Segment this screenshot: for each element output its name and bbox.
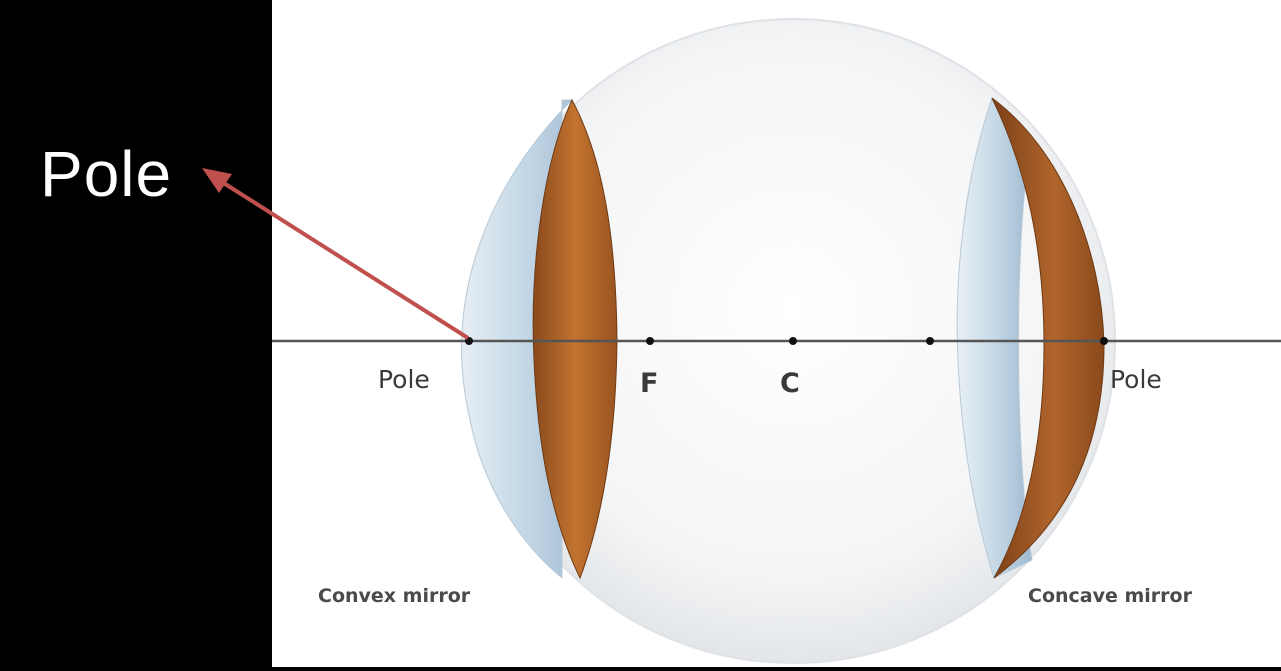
callout-label: Pole xyxy=(40,138,173,210)
focus-point xyxy=(646,337,654,345)
mirror-diagram: Pole F C Pole Convex mirror Concave mirr… xyxy=(272,0,1281,667)
callout-arrow-head xyxy=(202,168,232,193)
pole-right-label: Pole xyxy=(1110,365,1162,394)
pole-left-point xyxy=(465,337,473,345)
focus-right-point xyxy=(926,337,934,345)
center-point xyxy=(789,337,797,345)
focus-label: F xyxy=(640,368,658,399)
concave-mirror-back xyxy=(991,97,1105,579)
concave-mirror-glass xyxy=(956,97,1033,579)
center-label: C xyxy=(780,368,800,399)
convex-mirror-label: Convex mirror xyxy=(318,585,471,607)
diagram-canvas: Pole F C Pole Convex mirror Concave mirr… xyxy=(272,0,1281,667)
pole-right-point xyxy=(1100,337,1108,345)
convex-mirror-back xyxy=(532,98,618,580)
concave-mirror-label: Concave mirror xyxy=(1028,585,1193,607)
pole-left-label: Pole xyxy=(378,365,430,394)
